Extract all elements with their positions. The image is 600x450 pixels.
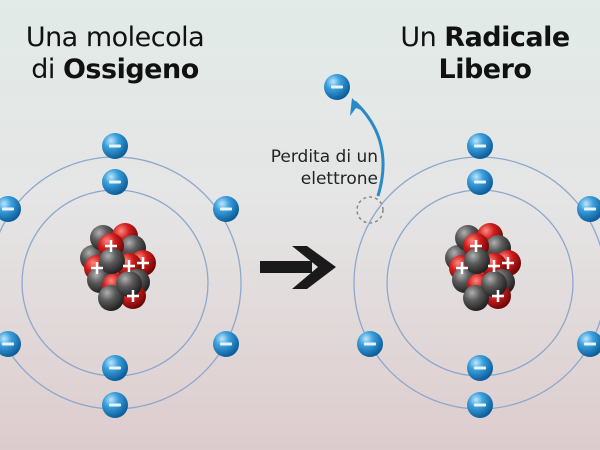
oxygen-atom: [0, 133, 242, 418]
missing-electron-marker: [356, 196, 384, 224]
free-radical-atom: [353, 133, 600, 418]
oxygen-molecule-title: Una molecola di Ossigeno: [25, 22, 205, 85]
lost-electron: [324, 74, 385, 197]
free-radical-title: Un Radicale Libero: [400, 22, 570, 85]
electron-loss-label: Perdita di un elettrone: [270, 147, 378, 189]
transition-arrow-icon: [260, 246, 336, 289]
